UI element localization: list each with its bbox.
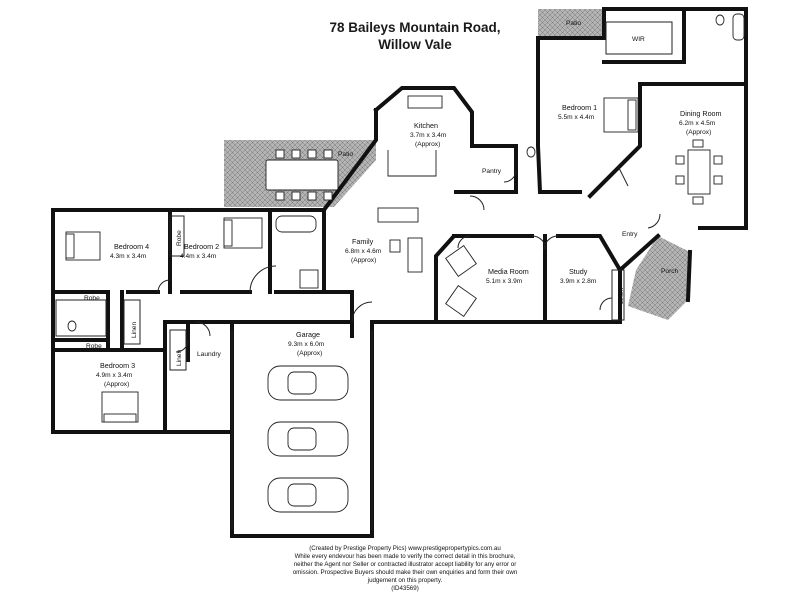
car-3 — [267, 477, 349, 513]
media-label: Media Room — [488, 267, 529, 276]
garage-label: Garage — [296, 330, 320, 339]
bedroom4-dim: 4.3m x 3.4m — [110, 253, 147, 260]
room-labels: Patio WIR Bedroom 1 5.5m x 4.4m Dining R… — [84, 20, 722, 388]
bedroom1-dim: 5.5m x 4.4m — [558, 114, 595, 121]
robe-b4-label: Robe — [84, 295, 100, 302]
disclaimer-line-6: (ID43569) — [391, 585, 419, 592]
patio-top-area — [538, 9, 604, 38]
car-2 — [267, 421, 349, 457]
wir-label: WIR — [632, 36, 645, 43]
kitchen-note: (Approx) — [415, 141, 440, 148]
family-dim: 6.8m x 4.6m — [345, 248, 382, 255]
media-dim: 5.1m x 3.9m — [486, 278, 523, 285]
bedroom3-note: (Approx) — [104, 381, 129, 388]
garage-note: (Approx) — [297, 350, 322, 357]
laundry-label: Laundry — [197, 351, 222, 358]
patio-top-label: Patio — [566, 20, 581, 27]
disclaimer-line-4: omission. Prospective Buyers should make… — [292, 569, 518, 576]
porch-label: Porch — [661, 268, 679, 275]
family-note: (Approx) — [351, 257, 376, 264]
car-1 — [267, 365, 349, 401]
pantry-label: Pantry — [482, 168, 502, 175]
bedroom3-label: Bedroom 3 — [100, 361, 135, 370]
bedroom2-dim: 4.4m x 3.4m — [180, 253, 217, 260]
linen-laundry-label: Linen — [176, 350, 183, 366]
disclaimer-line-3: neither the Agent nor Seller or contract… — [293, 561, 517, 568]
entry-label: Entry — [622, 231, 638, 238]
furniture — [65, 13, 745, 513]
kitchen-label: Kitchen — [414, 121, 438, 130]
garage-dim: 9.3m x 6.0m — [288, 341, 325, 348]
address-line-1: 78 Baileys Mountain Road, — [329, 20, 501, 35]
bedroom1-label: Bedroom 1 — [562, 103, 597, 112]
kitchen-dim: 3.7m x 3.4m — [410, 132, 447, 139]
address-line-2: Willow Vale — [378, 37, 452, 52]
bedroom4-label: Bedroom 4 — [114, 242, 149, 251]
robe-b3-label: Robe — [86, 343, 102, 350]
study-label: Study — [569, 267, 588, 276]
patio-left-label: Patio — [338, 151, 353, 158]
disclaimer-line-5: judgement on this property. — [367, 577, 443, 584]
dining-note: (Approx) — [686, 129, 711, 136]
interior-details — [55, 21, 673, 530]
porch-area — [628, 236, 690, 320]
linen-study-label: Linen — [618, 288, 625, 304]
disclaimer: (Created by Prestige Property Pics) www.… — [270, 545, 540, 593]
bedroom2-label: Bedroom 2 — [184, 242, 219, 251]
dining-label: Dining Room — [680, 109, 722, 118]
linen-bath-label: Linen — [131, 322, 138, 338]
disclaimer-line-1: (Created by Prestige Property Pics) www.… — [309, 545, 501, 552]
bedroom3-dim: 4.9m x 3.4m — [96, 372, 133, 379]
disclaimer-line-2: While every endevour has been made to ve… — [294, 553, 516, 560]
dining-dim: 6.2m x 4.5m — [679, 120, 716, 127]
robe-b2-label: Robe — [176, 230, 183, 246]
family-label: Family — [352, 237, 374, 246]
study-dim: 3.9m x 2.8m — [560, 278, 597, 285]
